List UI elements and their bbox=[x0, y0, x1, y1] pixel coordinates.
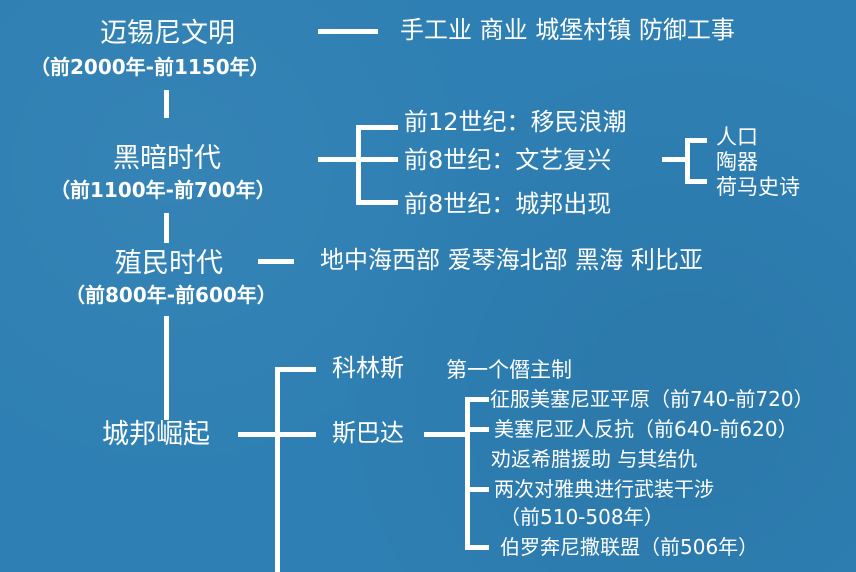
timeline-connector bbox=[164, 213, 169, 243]
city-sparta: 斯巴达 bbox=[332, 419, 404, 447]
connector-line bbox=[424, 432, 468, 437]
bracket-tick bbox=[356, 200, 398, 205]
sparta-event-conquest: 征服美塞尼亚平原（前740-前720） bbox=[490, 387, 814, 411]
bracket-vertical bbox=[356, 125, 361, 205]
sparta-event-athens-dates: （前510-508年） bbox=[500, 505, 664, 529]
connector-line bbox=[258, 259, 294, 264]
era-title-dark-ages: 黑暗时代 bbox=[113, 143, 221, 174]
era-title-colonial: 殖民时代 bbox=[115, 248, 223, 279]
sparta-event-peloponnesian-league: 伯罗奔尼撒联盟（前506年） bbox=[500, 535, 759, 559]
dark-ages-branch-renaissance: 前8世纪：文艺复兴 bbox=[404, 146, 612, 174]
bracket-tick bbox=[685, 179, 707, 184]
bracket-vertical bbox=[275, 367, 280, 572]
timeline-connector bbox=[164, 316, 169, 420]
city-corinth: 科林斯 bbox=[332, 354, 404, 382]
bracket-tick bbox=[465, 487, 489, 492]
connector-line bbox=[662, 157, 688, 162]
sparta-event-aid: 劝返希腊援助 与其结仇 bbox=[491, 447, 698, 471]
sparta-event-athens-intervention: 两次对雅典进行武装干涉 bbox=[494, 477, 714, 501]
bracket-tick bbox=[356, 125, 398, 130]
renaissance-item-population: 人口 bbox=[716, 125, 758, 149]
mycenaean-details: 手工业 商业 城堡村镇 防御工事 bbox=[400, 16, 735, 44]
connector-line bbox=[318, 29, 378, 34]
corinth-note: 第一个僭主制 bbox=[446, 358, 572, 382]
bracket-vertical bbox=[465, 397, 470, 549]
bracket-tick bbox=[356, 157, 398, 162]
bracket-tick bbox=[465, 427, 489, 432]
sparta-event-revolt: 美塞尼亚人反抗（前640-前620） bbox=[494, 417, 798, 441]
bracket-tick bbox=[685, 138, 707, 143]
era-range-mycenaean: （前2000年-前1150年） bbox=[30, 55, 270, 79]
colonial-details: 地中海西部 爱琴海北部 黑海 利比亚 bbox=[320, 246, 703, 274]
era-title-rise-of-city-states: 城邦崛起 bbox=[102, 419, 210, 450]
bracket-tick bbox=[275, 367, 316, 372]
renaissance-item-pottery: 陶器 bbox=[716, 150, 758, 174]
bracket-vertical bbox=[685, 138, 690, 184]
timeline-connector bbox=[164, 90, 169, 118]
dark-ages-branch-city-states: 前8世纪：城邦出现 bbox=[404, 190, 612, 218]
bracket-tick bbox=[465, 545, 489, 550]
era-range-colonial: （前800年-前600年） bbox=[65, 283, 277, 307]
era-title-mycenaean: 迈锡尼文明 bbox=[100, 18, 235, 49]
dark-ages-branch-migration: 前12世纪：移民浪潮 bbox=[404, 108, 627, 136]
bracket-tick bbox=[465, 397, 489, 402]
connector-line bbox=[318, 157, 356, 162]
era-range-dark-ages: （前1100年-前700年） bbox=[50, 178, 276, 202]
renaissance-item-homeric-epics: 荷马史诗 bbox=[716, 175, 800, 199]
